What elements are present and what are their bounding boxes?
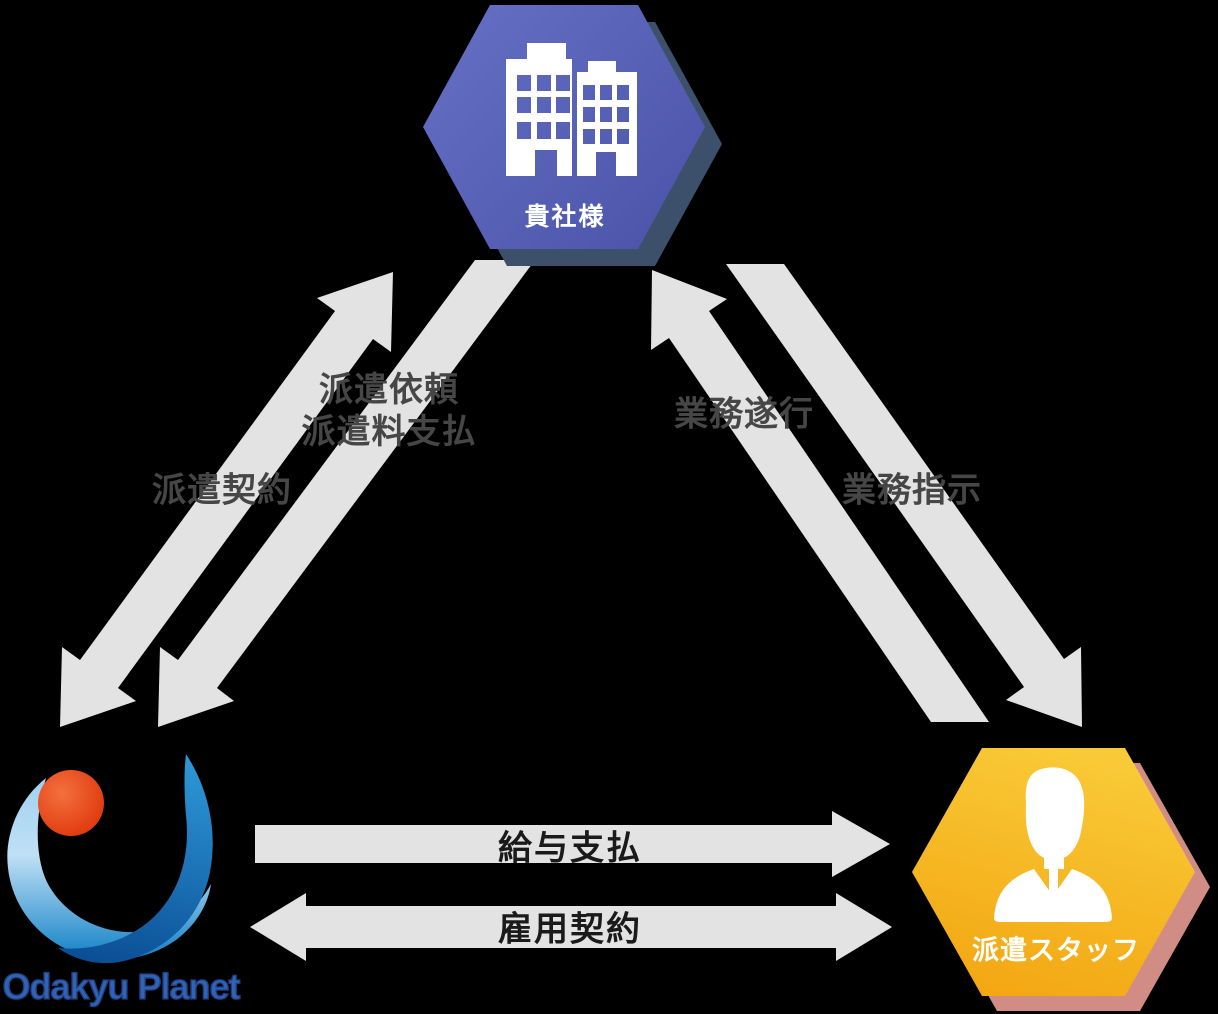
relationship-arrows xyxy=(60,260,1082,961)
client-node xyxy=(423,5,722,266)
odakyu-planet-logo xyxy=(7,754,213,964)
logo-light-crescent xyxy=(7,778,211,960)
staff-node-label: 派遣スタッフ xyxy=(972,935,1140,966)
arrow-work-performance xyxy=(651,270,989,722)
arrow-employment-contract xyxy=(250,893,892,961)
arrow-salary-payment xyxy=(255,811,890,877)
label-dispatch-request-line1: 派遣依頼 xyxy=(319,371,459,409)
client-node-label: 貴社様 xyxy=(524,203,606,231)
business-person-icon xyxy=(994,767,1112,922)
label-salary-payment: 給与支払 xyxy=(498,829,642,868)
office-buildings-icon xyxy=(506,43,642,177)
label-work-performance: 業務遂行 xyxy=(674,395,814,434)
logo-dark-crescent xyxy=(58,754,213,964)
label-employment-contract: 雇用契約 xyxy=(498,910,642,949)
label-work-instruction: 業務指示 xyxy=(842,471,982,510)
label-dispatch-request-line2: 派遣料支払 xyxy=(301,413,477,451)
agency-logo-text: Odakyu Planet xyxy=(2,965,241,1007)
logo-red-circle xyxy=(38,770,104,836)
label-dispatch-request: 派遣依頼 派遣料支払 xyxy=(302,369,477,453)
staff-node xyxy=(912,748,1210,1011)
arrow-work-instruction xyxy=(726,264,1082,727)
label-dispatch-contract: 派遣契約 xyxy=(152,471,292,510)
arrow-dispatch-contract xyxy=(60,272,393,727)
arrow-dispatch-request xyxy=(158,260,535,727)
